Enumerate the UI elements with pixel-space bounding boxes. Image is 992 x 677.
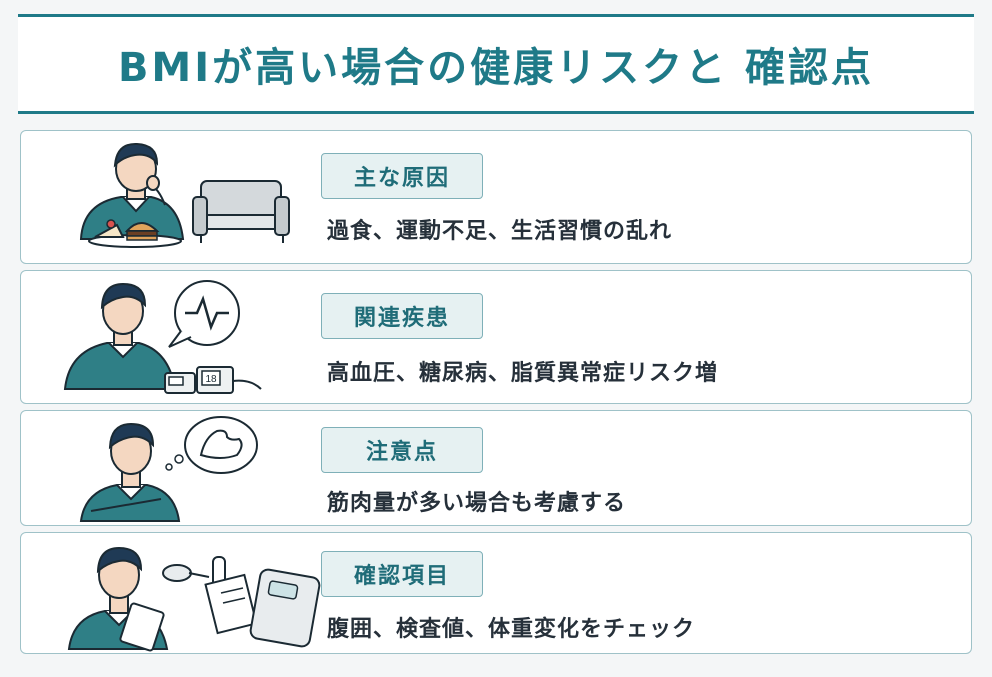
card-cautions: 注意点 筋肉量が多い場合も考慮する [20,410,972,526]
title-banner: BMIが高い場合の健康リスクと 確認点 [18,14,974,114]
card-heading: 主な原因 [321,153,483,199]
person-thinking-muscle-icon [61,411,331,525]
card-description: 腹囲、検査値、体重変化をチェック [327,617,696,642]
person-clipboard-scale-tape-icon [61,533,331,653]
card-heading: 関連疾患 [321,293,483,339]
page-title: BMIが高い場合の健康リスクと 確認点 [117,45,875,91]
card-diseases: 18 関連疾患 高血圧、糖尿病、脂質異常症リスク増 [20,270,972,404]
person-eating-cake-burger-sofa-icon [61,131,331,263]
card-causes: 主な原因 過食、運動不足、生活習慣の乱れ [20,130,972,264]
monitor-reading: 18 [205,374,217,385]
card-heading: 注意点 [321,427,483,473]
card-description: 高血圧、糖尿病、脂質異常症リスク増 [327,361,719,386]
card-heading: 確認項目 [321,551,483,597]
card-description: 筋肉量が多い場合も考慮する [327,491,627,516]
card-checklist: 確認項目 腹囲、検査値、体重変化をチェック [20,532,972,654]
person-blood-pressure-monitor-heartbeat-icon: 18 [61,271,331,403]
card-description: 過食、運動不足、生活習慣の乱れ [327,219,673,244]
